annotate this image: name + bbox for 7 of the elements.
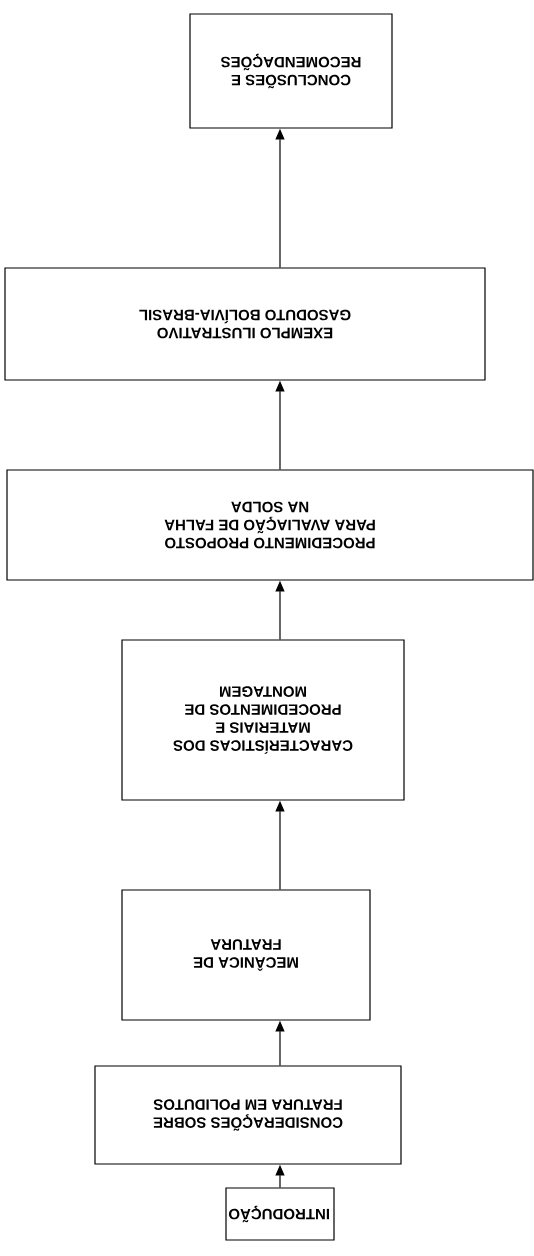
process-box: CONCLUSÕES E RECOMENDAÇÕES	[189, 13, 393, 129]
process-box: CONSIDERAÇÕES SOBRE FRATURA EM POLIDUTOS	[94, 1065, 402, 1165]
process-box: INTRODUÇÃO	[225, 1187, 335, 1241]
process-box: CARACTERÍSTICAS DOS MATERIAIS E PROCEDIMENTOS DE MONTAGEM	[121, 639, 405, 801]
process-box: PROCEDIMENTO PROPOSTO PARA AVALIAÇÃO DE FALHA NA SOLDA	[6, 469, 534, 581]
process-box: MECÂNICA DE FRATURA	[121, 889, 371, 1021]
process-box: EXEMPLO ILUSTRATIVO GASODUTO BOLÍVIA-BRASIL	[4, 267, 486, 381]
